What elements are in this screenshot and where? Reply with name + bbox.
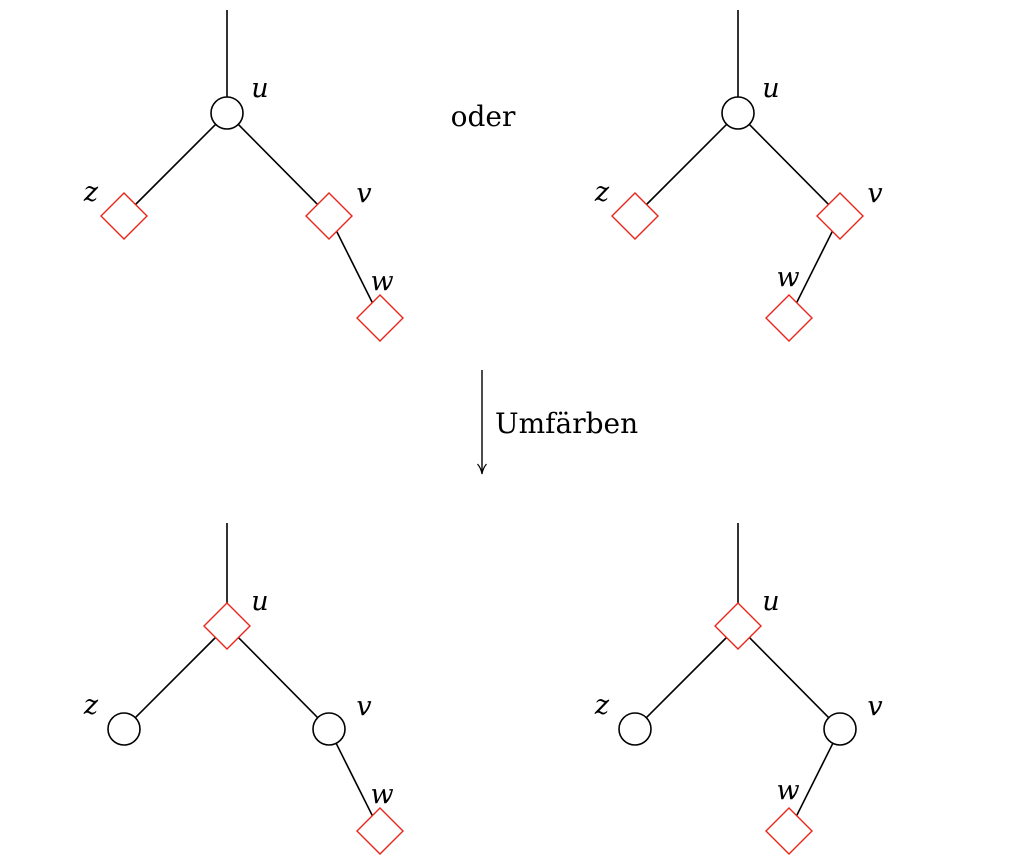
edge-v-w [335,742,374,817]
node-u-black [210,96,244,130]
or-label: oder [451,100,516,133]
recolor-arrow [477,370,487,475]
label-v: v [356,691,371,722]
node-v-red [816,192,864,240]
label-z: z [594,177,610,208]
tree-top-left: u z v w [83,10,404,342]
edge-v-w [795,742,834,817]
label-u: u [762,586,779,617]
label-w: w [370,779,393,810]
label-z: z [83,690,99,721]
edge-u-v [748,636,830,719]
label-w: w [776,262,799,293]
tree-bottom-right: u z v w [594,523,883,855]
node-u-red [714,602,762,650]
node-z-red [100,192,148,240]
node-z-black [618,712,652,746]
label-u: u [251,73,268,104]
node-z-red [611,192,659,240]
edge-u-v [237,123,319,206]
node-w-red [356,294,404,342]
edge-v-w [795,230,834,304]
tree-top-right: u z v w [594,10,883,342]
edge-u-v [748,123,830,206]
label-u: u [762,73,779,104]
node-w-red [765,294,813,342]
node-v-red [305,192,353,240]
label-z: z [83,177,99,208]
label-z: z [594,690,610,721]
arrow-label: Umfärben [495,407,638,440]
edge-u-z [645,123,728,206]
edge-u-z [645,636,728,719]
node-u-black [721,96,755,130]
node-u-red [203,602,251,650]
label-w: w [370,266,393,297]
node-v-black [823,712,857,746]
edge-u-z [134,636,217,719]
label-v: v [867,691,882,722]
label-w: w [776,775,799,806]
tree-bottom-left: u z v w [83,523,404,855]
edge-u-v [237,636,319,719]
edge-v-w [335,230,374,304]
node-z-black [107,712,141,746]
label-v: v [356,178,371,209]
node-v-black [312,712,346,746]
arrow-head [477,463,487,475]
edge-u-z [134,123,217,206]
label-v: v [867,178,882,209]
label-u: u [251,586,268,617]
node-w-red [356,807,404,855]
node-w-red [765,807,813,855]
trees-layer: u z v w u z v w u z v w u z v w [83,10,883,855]
